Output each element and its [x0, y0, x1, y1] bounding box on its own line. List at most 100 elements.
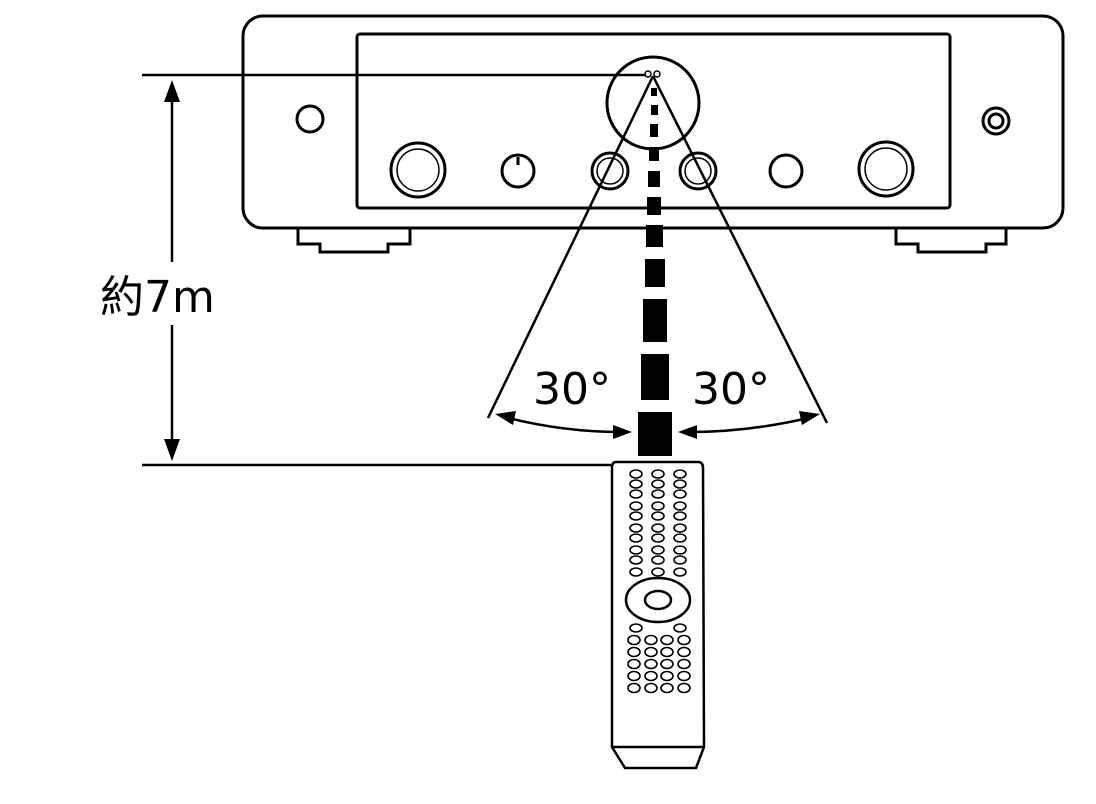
knob-bass — [590, 151, 630, 191]
remote-button — [677, 670, 691, 682]
remote-button — [629, 501, 643, 511]
knob-volume-inner — [864, 147, 908, 191]
knob-treble-inner — [684, 157, 712, 185]
knob-input — [389, 141, 447, 199]
remote-button — [673, 479, 687, 489]
remote-button — [651, 479, 665, 489]
distance-label: 約7m — [100, 272, 215, 323]
beam-dash — [649, 147, 659, 161]
remote-button — [660, 658, 674, 670]
beam-dash — [651, 88, 657, 96]
knob-small-1 — [500, 153, 536, 189]
angle-label-right: 30° — [692, 364, 770, 415]
remote-button — [673, 567, 687, 577]
sensor-led-right — [653, 70, 661, 78]
remote-button — [627, 670, 641, 682]
remote-button — [651, 567, 665, 577]
remote-button — [651, 489, 665, 499]
remote-button — [660, 634, 674, 646]
remote-button — [673, 533, 687, 543]
beam-dash — [646, 225, 663, 247]
remote-button — [629, 623, 643, 633]
amplifier-foot-right — [894, 226, 1008, 254]
remote-button-grid — [627, 469, 691, 694]
beam-dash — [651, 105, 658, 115]
remote-button — [629, 523, 643, 533]
remote-button — [627, 646, 641, 658]
remote-button — [651, 523, 665, 533]
angle-arc-left — [507, 416, 621, 434]
remote-button — [651, 545, 665, 555]
beam-dash — [638, 412, 672, 456]
remote-button — [673, 523, 687, 533]
remote-button — [673, 469, 687, 479]
remote-button — [673, 545, 687, 555]
remote-button — [660, 682, 674, 694]
phones-jack — [981, 106, 1011, 136]
remote-button — [651, 533, 665, 543]
remote-button — [673, 623, 687, 633]
beam-dash — [648, 171, 660, 187]
knob-treble — [678, 151, 718, 191]
remote-button — [627, 658, 641, 670]
amplifier-body — [241, 14, 1065, 230]
remote-button — [629, 489, 643, 499]
remote-button — [627, 682, 641, 694]
remote-button — [629, 469, 643, 479]
beam-dash — [647, 197, 661, 215]
amplifier-foot-left — [296, 226, 412, 254]
remote-button — [644, 670, 658, 682]
remote-button — [651, 469, 665, 479]
angle-arrow-right-outer — [799, 411, 820, 425]
distance-arrow-up — [164, 80, 180, 102]
remote-button — [677, 658, 691, 670]
remote-control — [610, 460, 706, 770]
remote-button — [660, 646, 674, 658]
remote-button — [644, 646, 658, 658]
beam-dash — [650, 124, 658, 137]
remote-button — [660, 670, 674, 682]
remote-button — [677, 634, 691, 646]
knob-bass-inner — [596, 157, 624, 185]
remote-button — [677, 646, 691, 658]
angle-label-left: 30° — [533, 364, 611, 415]
cone-edge-left — [486, 75, 655, 419]
ir-beam — [638, 88, 672, 456]
remote-button — [644, 658, 658, 670]
beam-dash — [643, 299, 667, 342]
angle-arc-right — [689, 416, 809, 434]
beam-dash — [641, 354, 669, 400]
power-button — [295, 104, 325, 134]
remote-button — [629, 511, 643, 521]
distance-arrow-down — [164, 439, 180, 461]
remote-button — [629, 533, 643, 543]
remote-button — [629, 555, 643, 565]
remote-enter-button — [643, 589, 673, 611]
cone-edge-right — [651, 75, 829, 424]
remote-button — [651, 501, 665, 511]
angle-arrow-left-outer — [495, 411, 516, 425]
knob-input-inner — [396, 148, 440, 192]
remote-button — [644, 682, 658, 694]
remote-button — [673, 555, 687, 565]
knob-volume — [857, 140, 915, 198]
phones-jack-inner — [987, 112, 1005, 130]
remote-button — [629, 545, 643, 555]
remote-button — [644, 634, 658, 646]
remote-button — [673, 489, 687, 499]
amplifier — [241, 14, 1065, 254]
remote-button — [651, 511, 665, 521]
angle-arrow-left-inner — [613, 425, 632, 439]
beam-dash — [645, 259, 665, 287]
remote-button — [629, 567, 643, 577]
range-cone — [486, 75, 829, 434]
angle-arrow-right-inner — [678, 425, 697, 439]
remote-button — [629, 479, 643, 489]
knob-balance — [768, 153, 804, 189]
remote-button — [651, 555, 665, 565]
remote-button — [673, 511, 687, 521]
dimension-lines — [142, 73, 646, 467]
remote-button — [673, 501, 687, 511]
distance-label-bg — [100, 266, 242, 322]
